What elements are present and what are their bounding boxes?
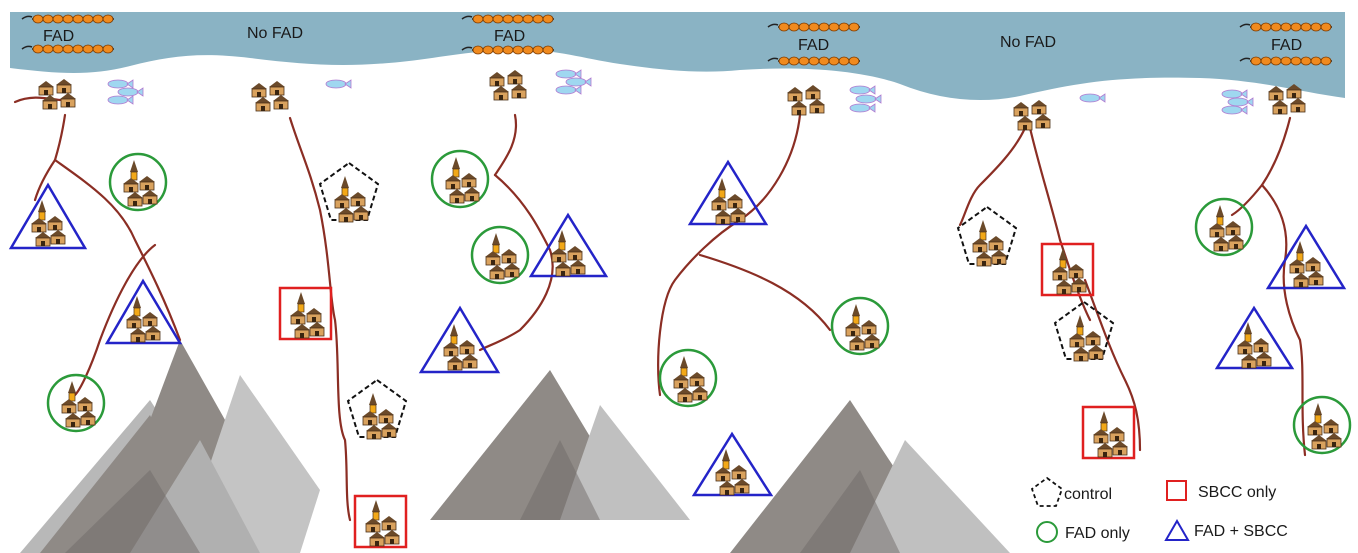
village-control: [348, 380, 406, 439]
village-sbcc-only: [355, 496, 406, 547]
coastal-village: [1013, 94, 1105, 130]
village-fad-sbcc: [1268, 226, 1344, 288]
village-fad-only: [1196, 199, 1252, 255]
mountain: [430, 370, 690, 520]
fad-buoy-line: [462, 46, 554, 54]
village-sbcc-only: [1042, 244, 1093, 295]
village-sbcc-only: [280, 288, 331, 339]
fad-buoy-line: [22, 15, 114, 23]
village-fad-sbcc: [421, 308, 498, 372]
legend-sbcc-only-symbol: [1167, 481, 1186, 500]
village-control: [320, 163, 378, 222]
sea: [10, 12, 1345, 100]
coastal-village: [251, 80, 351, 111]
village-fad-sbcc: [1217, 308, 1292, 368]
legend-sbcc-only-label: SBCC only: [1198, 484, 1276, 501]
coastal-label: No FAD: [247, 25, 303, 42]
fad-buoy-line: [462, 15, 554, 23]
village-fad-only: [110, 154, 166, 210]
village-fad-only: [48, 375, 104, 431]
coastal-village: [38, 79, 143, 109]
legend-fad-only-symbol: [1037, 522, 1057, 542]
village-fad-only: [832, 298, 888, 354]
village-fad-sbcc: [531, 215, 606, 276]
coastal-label: No FAD: [1000, 34, 1056, 51]
legend: control SBCC only FAD only FAD + SBCC: [1032, 478, 1288, 542]
village-fad-sbcc: [690, 162, 766, 224]
village-fad-sbcc: [694, 434, 771, 495]
fad-buoy-line: [22, 45, 114, 53]
fad-buoy-line: [1240, 57, 1332, 65]
mountain: [730, 400, 1010, 553]
coastal-village: [787, 85, 881, 115]
village-fad-sbcc: [11, 185, 85, 248]
fad-buoy-line: [768, 23, 860, 31]
coastal-village: [1222, 84, 1306, 114]
legend-fad-only-label: FAD only: [1065, 525, 1130, 542]
legend-control-symbol: [1032, 478, 1062, 506]
coastal-village: [489, 70, 591, 100]
coastal-label: FAD: [494, 28, 525, 45]
village-fad-only: [432, 151, 488, 207]
legend-fad-sbcc-symbol: [1166, 521, 1188, 540]
coastal-label: FAD: [798, 37, 829, 54]
legend-control-label: control: [1064, 486, 1112, 503]
mountain-range: [20, 340, 320, 553]
village-fad-only: [660, 350, 716, 406]
village-control: [958, 207, 1016, 266]
fad-buoy-line: [768, 57, 860, 65]
legend-fad-sbcc-label: FAD + SBCC: [1194, 523, 1288, 540]
village-fad-only: [472, 227, 528, 283]
coastal-label: FAD: [43, 28, 74, 45]
coastal-label: FAD: [1271, 37, 1302, 54]
fad-buoy-line: [1240, 23, 1332, 31]
village-sbcc-only: [1083, 407, 1134, 458]
